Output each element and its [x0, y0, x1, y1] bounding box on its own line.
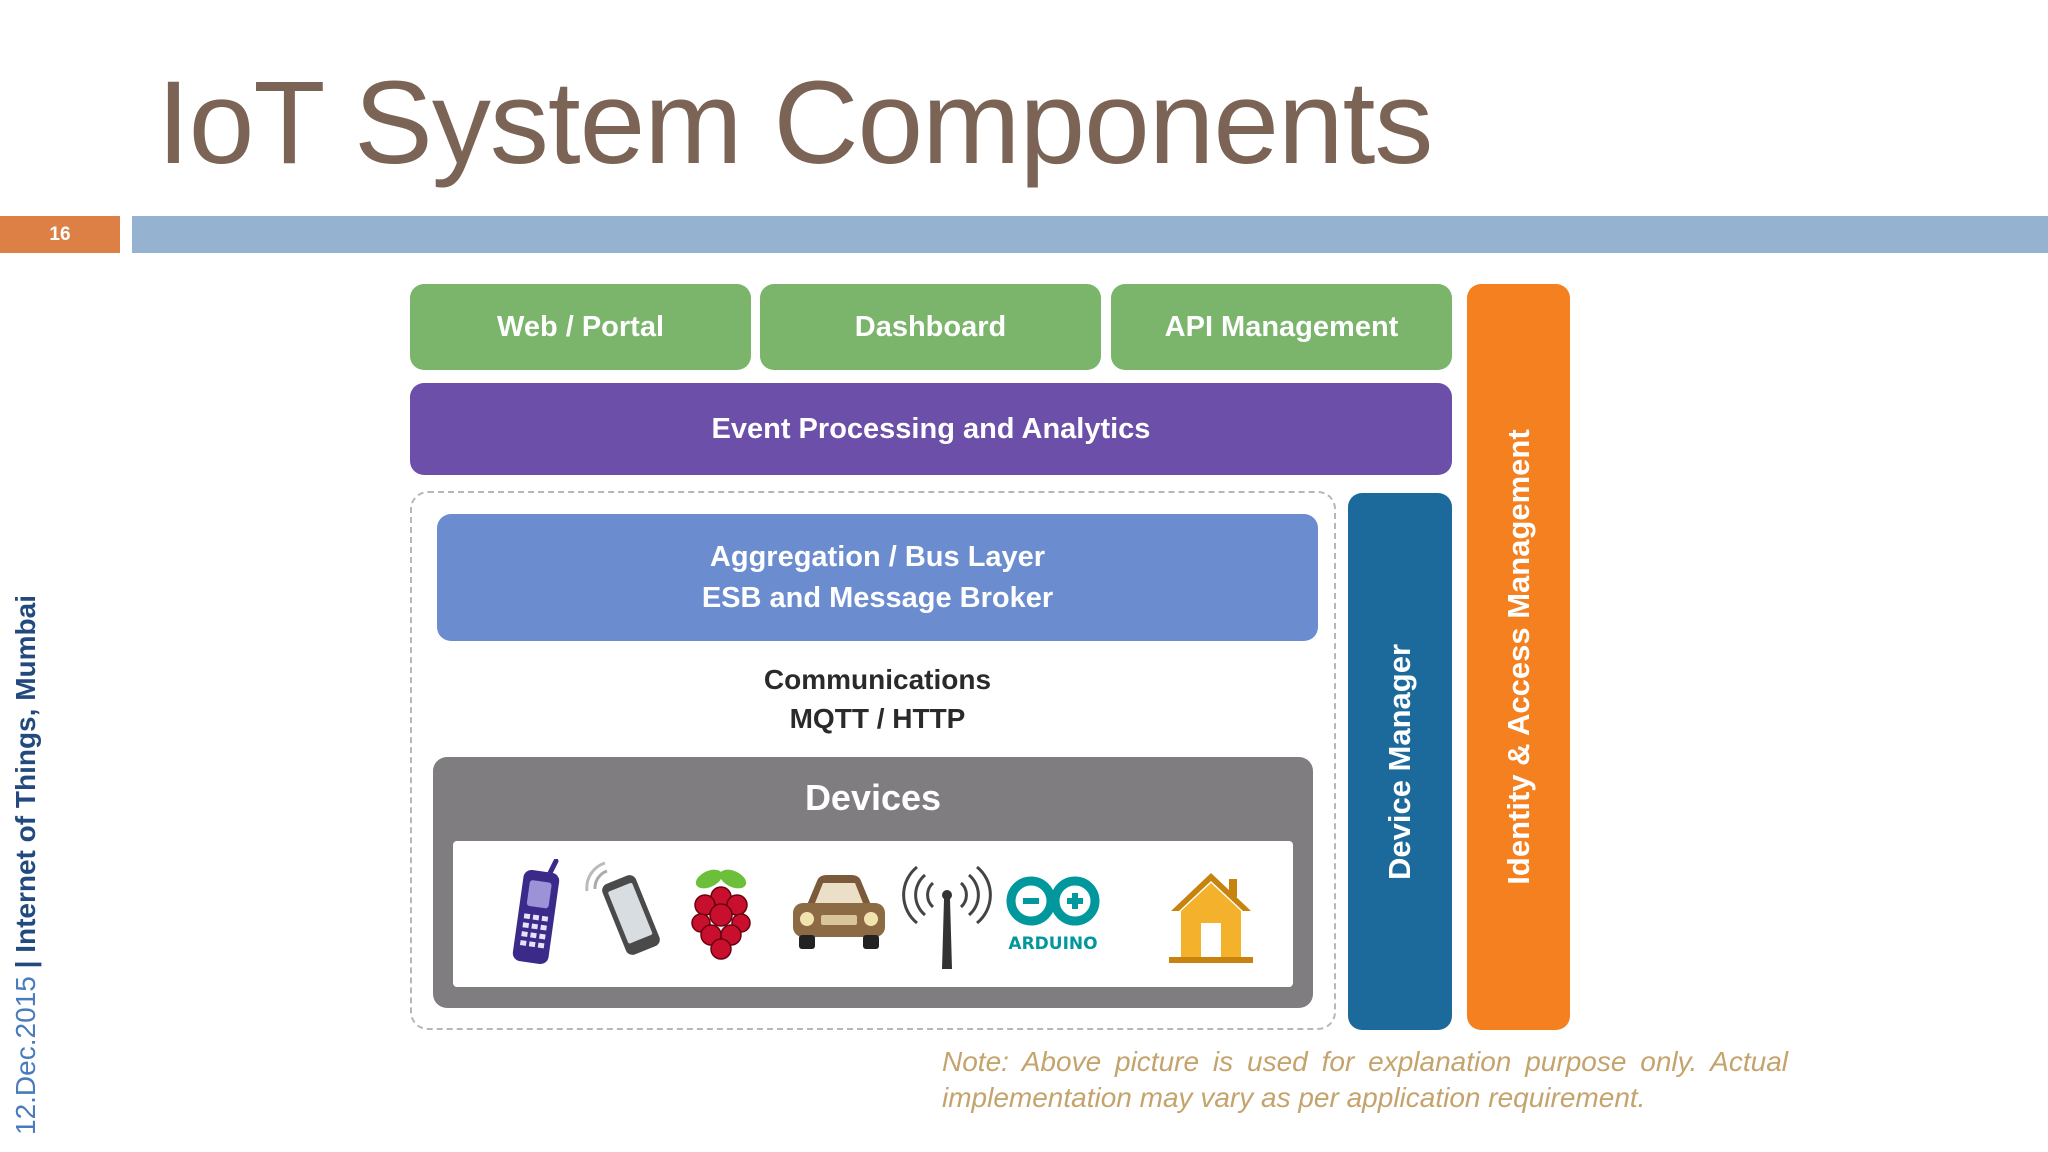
aggregation-line2: ESB and Message Broker [701, 581, 1054, 614]
api-management-box: API Management [1111, 284, 1452, 370]
footer-place: Internet of Things, Mumbai [10, 595, 41, 953]
aggregation-box: Aggregation / Bus Layer ESB and Message … [437, 514, 1318, 641]
raspberry-pi-icon [691, 869, 751, 960]
communications-label: Communications MQTT / HTTP [437, 660, 1318, 738]
aggregation-line1: Aggregation / Bus Layer [709, 540, 1046, 573]
edge-region [410, 491, 1336, 1030]
event-processing-box: Event Processing and Analytics [410, 383, 1452, 475]
smartphone-icon [585, 861, 660, 955]
dashboard-box: Dashboard [760, 284, 1101, 370]
antenna-icon [902, 865, 992, 969]
device-manager-box: Device Manager [1348, 493, 1452, 1030]
device-manager-label: Device Manager [1382, 643, 1417, 880]
communications-line1: Communications [763, 664, 992, 695]
identity-access-box: Identity & Access Management [1467, 284, 1570, 1030]
devices-label: Devices [804, 777, 942, 818]
note-text: Note: Above picture is used for explanat… [942, 1046, 1788, 1113]
devices-box: Devices [433, 757, 1313, 1008]
communications-line2: MQTT / HTTP [789, 703, 966, 735]
footer-date: 12.Dec.2015 [10, 976, 41, 1135]
feature-phone-icon [512, 859, 560, 965]
arduino-label: ARDUINO [1008, 934, 1097, 954]
web-portal-box: Web / Portal [410, 284, 751, 370]
devices-icon-panel: ARDUINO [453, 841, 1293, 987]
footer-separator: | [10, 952, 41, 977]
header-bar [132, 216, 2048, 253]
footer-vertical: 12.Dec.2015 | Internet of Things, Mumbai [10, 595, 42, 1135]
identity-access-label: Identity & Access Management [1500, 429, 1536, 885]
house-icon [1169, 873, 1253, 963]
arduino-icon: ARDUINO [1006, 876, 1100, 954]
slide-number: 16 [0, 216, 120, 253]
car-icon [793, 875, 885, 949]
slide-title: IoT System Components [157, 57, 1433, 189]
